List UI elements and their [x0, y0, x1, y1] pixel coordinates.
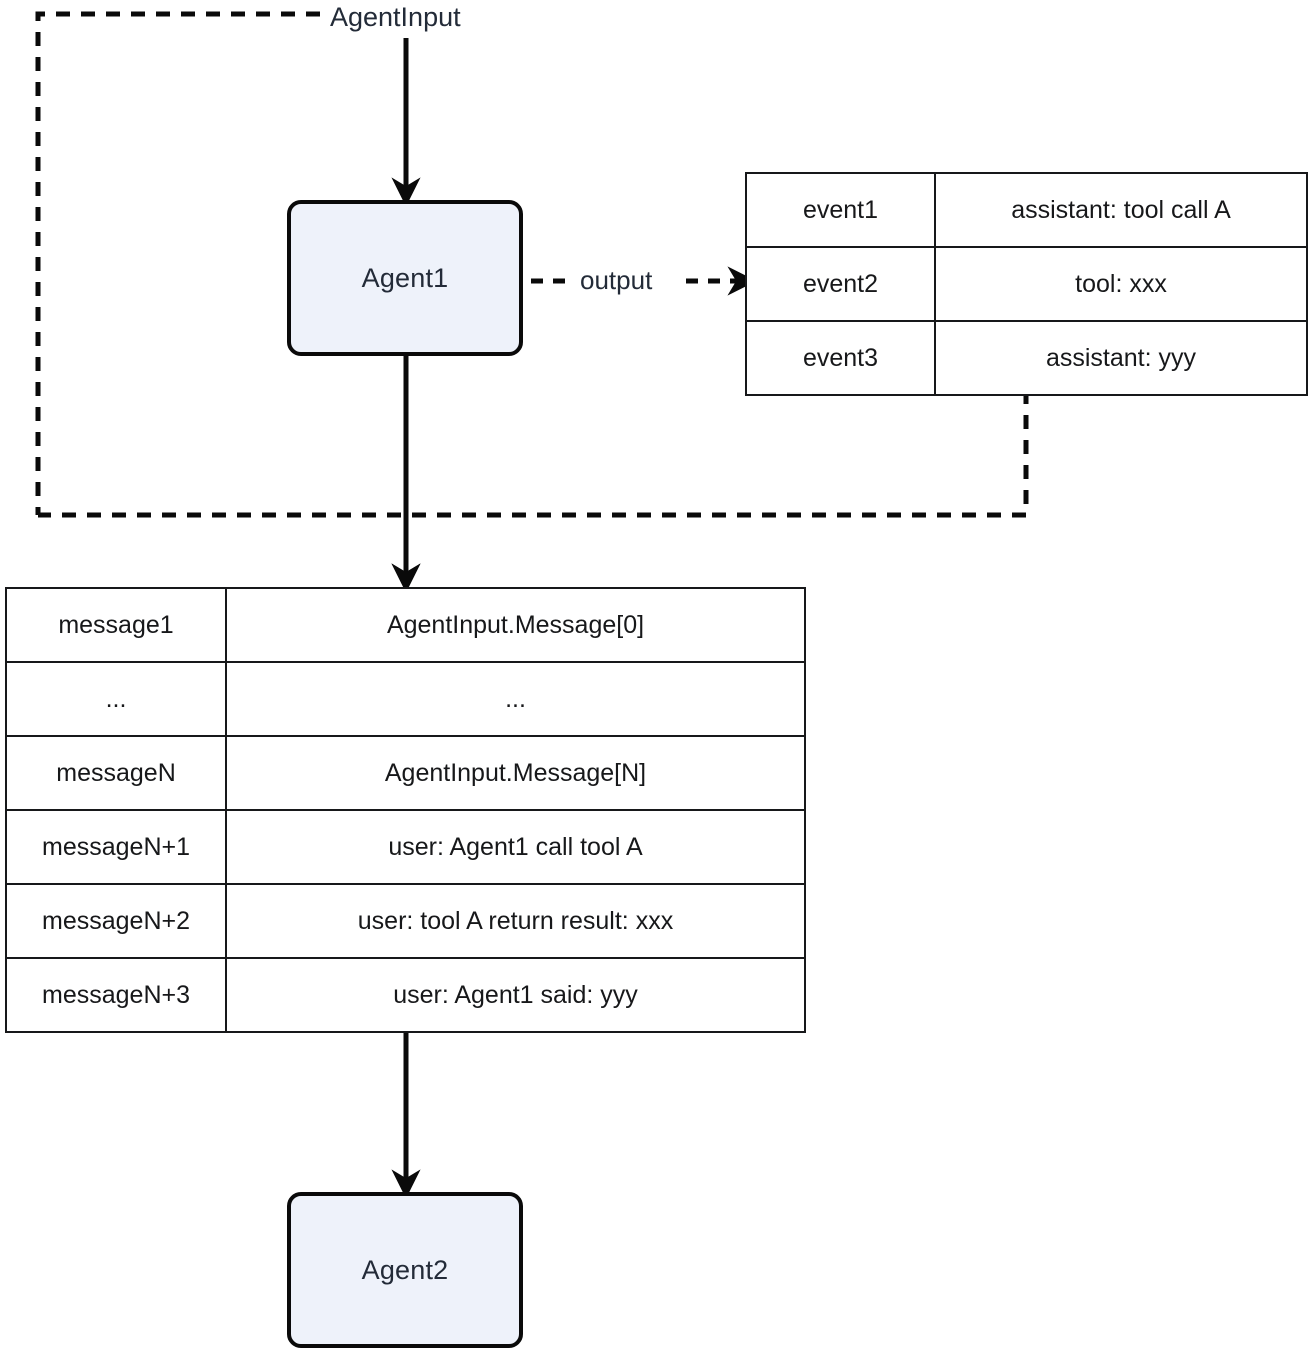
- edge-label-agentinput: AgentInput: [330, 2, 461, 32]
- event-table-row-value: assistant: yyy: [934, 320, 1308, 396]
- event-table-row-key: event2: [745, 246, 936, 322]
- message-table-row-value: AgentInput.Message[0]: [225, 587, 806, 663]
- message-table-row-value: user: tool A return result: xxx: [225, 883, 806, 959]
- node-agent2-label: Agent2: [361, 1254, 449, 1285]
- node-agent1-label: Agent1: [361, 262, 449, 293]
- node-agent2[interactable]: Agent2: [287, 1192, 523, 1348]
- message-table-row: ......: [5, 661, 806, 737]
- message-table-row-value: ...: [225, 661, 806, 737]
- node-agent1[interactable]: Agent1: [287, 200, 523, 356]
- message-table-row-key: messageN+3: [5, 957, 227, 1033]
- message-table-row-key: messageN+1: [5, 809, 227, 885]
- message-table-row-key: message1: [5, 587, 227, 663]
- event-table-row-key: event1: [745, 172, 936, 248]
- event-table-row-value: tool: xxx: [934, 246, 1308, 322]
- message-table-row-key: messageN: [5, 735, 227, 811]
- edge-agentinput-top: [35, 11, 320, 515]
- message-table-row-value: user: Agent1 call tool A: [225, 809, 806, 885]
- message-table-row-value: AgentInput.Message[N]: [225, 735, 806, 811]
- edge-label-output: output: [580, 265, 653, 295]
- edge-event-to-message: [38, 390, 1029, 518]
- message-table-row-value: user: Agent1 said: yyy: [225, 957, 806, 1033]
- message-table-row-key: messageN+2: [5, 883, 227, 959]
- event-table-row-key: event3: [745, 320, 936, 396]
- event-table-row-value: assistant: tool call A: [934, 172, 1308, 248]
- message-table-row-key: ...: [5, 661, 227, 737]
